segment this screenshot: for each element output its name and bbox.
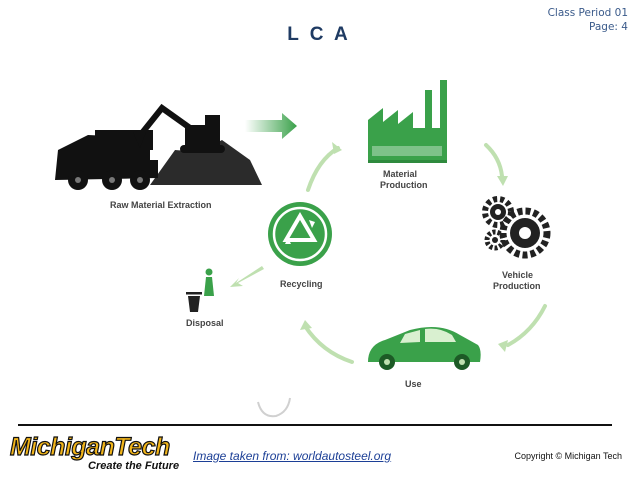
excavator-icon (133, 103, 225, 153)
disposal-label: Disposal (186, 318, 224, 328)
gravel-pile-icon (150, 140, 262, 185)
logo-tagline: Create the Future (88, 460, 180, 472)
gears-icon (482, 196, 551, 259)
material-production-label-1: Material (383, 169, 417, 179)
material-production-label-2: Production (380, 180, 428, 190)
cycle-arrowhead-icon (300, 320, 312, 330)
trash-bin-icon (186, 268, 214, 312)
image-source-link[interactable]: Image taken from: worldautosteel.org (193, 449, 392, 463)
recycling-label: Recycling (280, 279, 323, 289)
footer-divider (18, 424, 612, 426)
car-icon (368, 326, 481, 370)
arrow-right-icon (245, 113, 297, 139)
michigan-tech-logo: MichiganTech (9, 432, 170, 461)
page-number: Page: 4 (589, 21, 628, 33)
lca-diagram: Raw Material Extraction Material Product… (55, 80, 551, 418)
slide-watermark-icon (257, 397, 291, 418)
raw-material-label: Raw Material Extraction (110, 200, 212, 210)
use-label: Use (405, 379, 422, 389)
dump-truck-icon (55, 130, 158, 190)
vehicle-production-label-1: Vehicle (502, 270, 533, 280)
raw-material-extraction: Raw Material Extraction (55, 103, 262, 210)
recycle-icon (268, 202, 332, 266)
arrow-left-icon (230, 266, 264, 287)
class-period-label: Class Period 01 (547, 7, 628, 19)
vehicle-production-label-2: Production (493, 281, 541, 291)
header-info: Class Period 01 Page: 4 (548, 6, 628, 34)
copyright-notice: Copyright © Michigan Tech (514, 451, 622, 461)
cycle-arrowhead-icon (498, 340, 508, 352)
cycle-arrowhead-icon (497, 176, 508, 186)
cycle-arrowhead-icon (332, 142, 342, 154)
page-title: L C A (287, 24, 351, 45)
factory-icon (368, 80, 447, 163)
